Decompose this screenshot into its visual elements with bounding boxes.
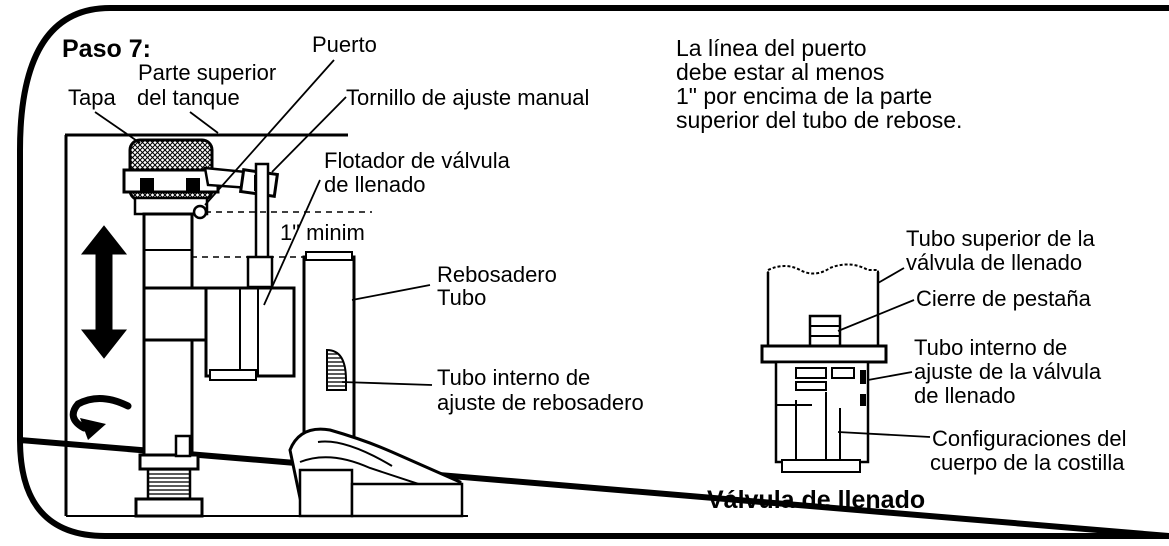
outer-frame (16, 5, 1169, 539)
label-del-tanque: del tanque (137, 85, 240, 110)
label-flotador: Flotador de válvula (324, 148, 511, 173)
note-line-3: 1" por encima de la parte (676, 83, 932, 109)
rotate-arrow-icon (69, 395, 132, 440)
valve-leader-lines (837, 267, 931, 438)
label-minim: 1" minim (280, 220, 365, 245)
valve-title: Válvula de llenado (707, 486, 925, 514)
rib-body-shape (774, 360, 870, 473)
label-tubo: Tubo (437, 285, 486, 310)
float-cup-shape (142, 255, 296, 381)
note-line-2: debe estar al menos (676, 59, 884, 85)
leader-lines (94, 59, 433, 386)
label-valvula-de-llenado-top: válvula de llenado (906, 250, 1082, 275)
flush-valve-base-shape (288, 427, 464, 518)
overflow-tube-shape (302, 251, 356, 459)
label-de-llenado-valvula: de llenado (914, 383, 1016, 408)
label-rebosadero: Rebosadero (437, 262, 557, 287)
upper-tube-shape (767, 263, 879, 351)
valve-base-shape (134, 434, 204, 518)
label-cuerpo-costilla: cuerpo de la costilla (930, 450, 1125, 475)
label-tornillo: Tornillo de ajuste manual (346, 85, 589, 110)
label-ajuste-rebosadero: ajuste de rebosadero (437, 390, 644, 415)
label-tubo-interno-valvula: Tubo interno de (914, 335, 1067, 360)
label-cierre: Cierre de pestaña (916, 286, 1092, 311)
label-configuraciones: Configuraciones del (932, 426, 1126, 451)
fill-valve-illustration (64, 59, 468, 518)
up-down-arrow-icon (80, 225, 128, 359)
label-parte-superior: Parte superior (138, 60, 276, 85)
tab-lock-shape (808, 314, 842, 348)
label-tubo-interno-rebosadero: Tubo interno de (437, 365, 590, 390)
label-de-llenado: de llenado (324, 172, 426, 197)
valve-detail-illustration (760, 263, 931, 473)
label-tubo-superior: Tubo superior de la (906, 226, 1096, 251)
label-ajuste-valvula: ajuste de la válvula (914, 359, 1102, 384)
flange-shape (760, 344, 888, 364)
label-tapa: Tapa (68, 85, 116, 110)
cap-shape (122, 138, 220, 220)
float-rod (254, 162, 270, 266)
step-title: Paso 7: (62, 35, 151, 63)
note-line-1: La línea del puerto (676, 35, 867, 61)
label-puerto: Puerto (312, 32, 377, 57)
note-line-4: superior del tubo de rebose. (676, 107, 962, 133)
